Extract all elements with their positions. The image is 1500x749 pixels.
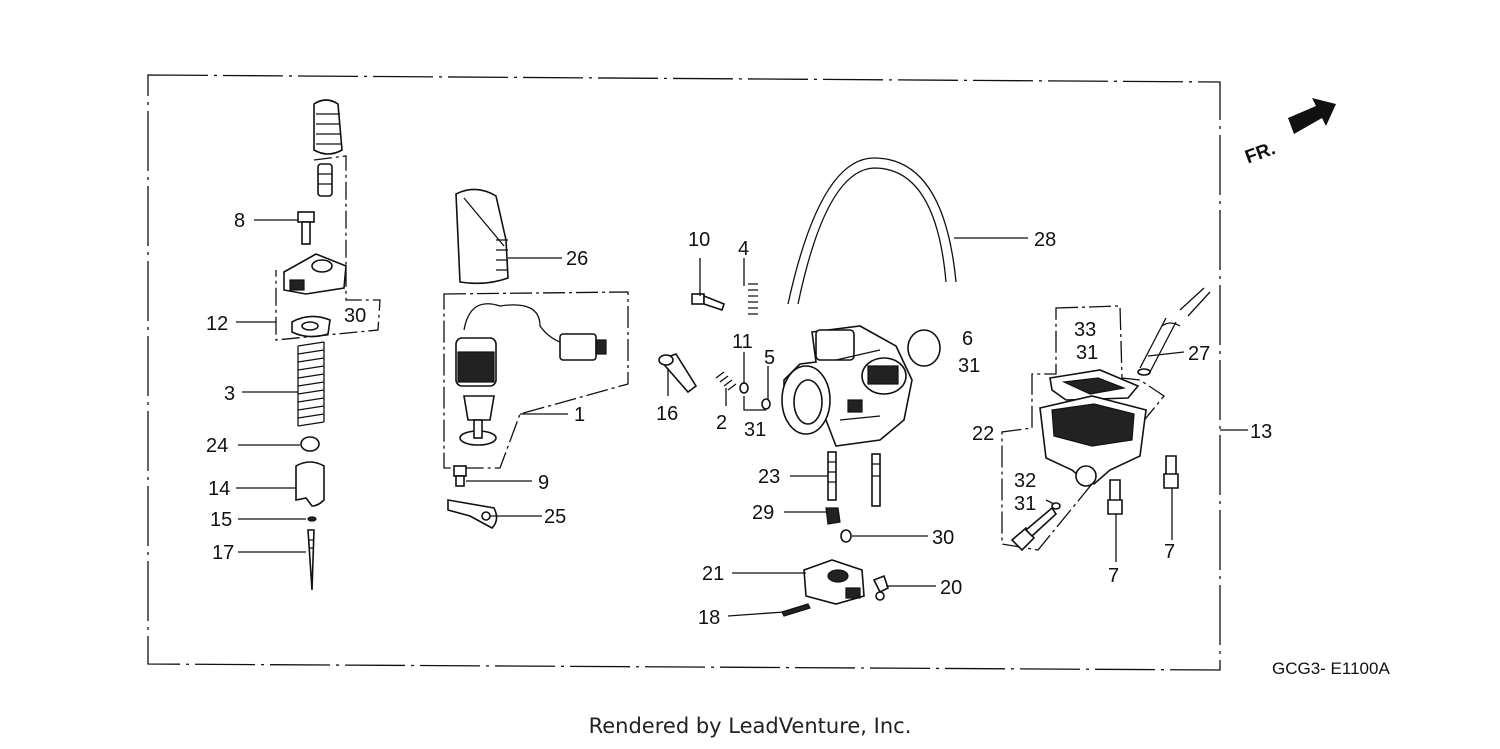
callout-14: 14 [208,478,230,500]
float-chamber [1039,395,1147,487]
float-21 [803,559,865,605]
fuel-tube-28 [787,157,957,305]
callout-31-chamber: 31 [1076,342,1098,364]
callout-26: 26 [566,248,588,270]
leader-lines [236,219,1248,617]
bracket-31-lower [743,396,766,411]
throttle-cable-boot [313,99,343,155]
callout-1: 1 [574,404,585,426]
carburetor-body [781,325,913,447]
o-ring-6 [907,329,941,367]
callout-labels: 8 12 30 3 24 14 15 17 26 1 9 25 10 4 11 … [206,210,1272,629]
callout-31-oring: 31 [958,355,980,377]
jet-needle [307,529,315,591]
choke-bracket-1 [443,291,629,469]
needle-jet-23 [827,451,837,501]
air-screw-16 [658,353,698,394]
callout-9: 9 [538,472,549,494]
callout-20: 20 [940,577,962,599]
callout-2: 2 [716,412,727,434]
o-ring-11 [739,382,749,394]
callout-28: 28 [1034,229,1056,251]
cable-adjuster [317,163,333,197]
callout-25: 25 [544,506,566,528]
diagram-code: GCG3- E1100A [1272,659,1390,678]
float-valve-20 [872,574,889,601]
auto-choke-unit [455,303,607,446]
callout-33: 33 [1074,319,1096,341]
callout-30-top: 30 [344,305,366,327]
throttle-valve [295,461,325,507]
callout-8: 8 [234,210,245,232]
callout-3: 3 [224,383,235,405]
callout-4: 4 [738,238,749,260]
callout-18: 18 [698,607,720,629]
choke-cover-26 [455,188,509,285]
callout-30-bottom: 30 [932,527,954,549]
callout-23: 23 [758,466,780,488]
screw-8 [297,211,315,245]
callout-24: 24 [206,435,228,457]
callout-29: 29 [752,502,774,524]
callout-22: 22 [972,423,994,445]
o-ring-5 [761,398,771,410]
drain-screw-32 [1010,506,1058,552]
callout-7-left: 7 [1108,565,1119,587]
callout-16: 16 [656,403,678,425]
screw-10 [691,293,725,312]
screw-7-left [1107,479,1123,515]
callout-6: 6 [962,328,973,350]
clip-15 [307,516,317,522]
plate-25 [447,499,498,529]
screw-7-right [1163,455,1179,489]
callout-27: 27 [1188,343,1210,365]
o-ring-31-drain [1051,502,1061,510]
pilot-jet [871,453,881,507]
front-direction-label: FR. [1242,138,1278,168]
callout-10: 10 [688,229,710,251]
callout-17: 17 [212,542,234,564]
callout-13: 13 [1250,421,1272,443]
callout-7-right: 7 [1164,541,1175,563]
callout-15: 15 [210,509,232,531]
callout-32: 32 [1014,470,1036,492]
render-credit: Rendered by LeadVenture, Inc. [588,714,912,738]
bracket-12 [275,155,381,341]
throttle-top-cap [283,253,347,295]
float-chamber-gasket [1049,369,1140,401]
callout-12: 12 [206,313,228,335]
callout-5: 5 [764,347,775,369]
front-direction-arrow: FR. [1242,98,1336,168]
callout-31-carb: 31 [744,419,766,441]
overflow-tube-27 [1137,287,1211,376]
spring-2 [715,371,737,391]
throttle-spring [297,341,325,427]
needle-retainer-24 [300,436,320,452]
callout-31-drain: 31 [1014,493,1036,515]
screw-9 [453,465,467,487]
gasket-30 [291,315,331,338]
assembly-frame [147,74,1221,671]
callout-11: 11 [732,331,753,353]
washer-30 [840,529,852,543]
callout-21: 21 [702,563,724,585]
spring-4 [748,283,758,315]
main-jet-29 [825,507,841,525]
float-pin-18 [781,603,811,617]
